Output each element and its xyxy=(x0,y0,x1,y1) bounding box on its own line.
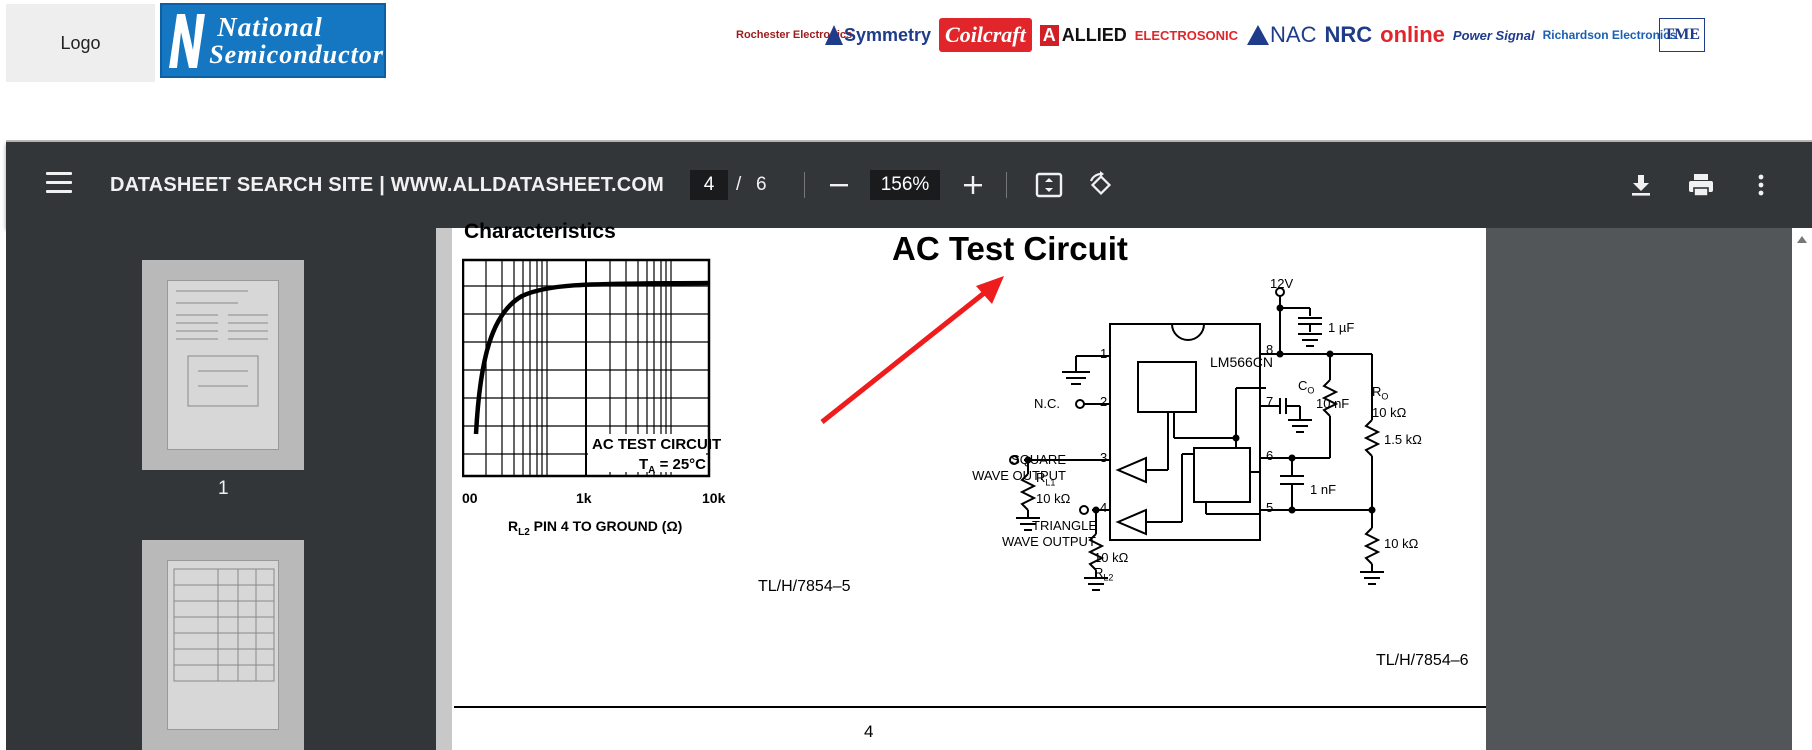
ro-label: RO 10 kΩ xyxy=(1372,384,1407,420)
minus-icon xyxy=(830,184,848,187)
distributor-logo[interactable]: Rochester Electronics xyxy=(736,28,853,41)
pin-label: 6 xyxy=(1266,448,1274,463)
download-button[interactable] xyxy=(1624,168,1658,202)
fit-to-page-button[interactable] xyxy=(1032,168,1066,202)
pin-label: 3 xyxy=(1100,450,1108,465)
characteristics-graph xyxy=(462,258,711,478)
square-output-label: WAVE OUTPUT xyxy=(972,468,1066,483)
page-thumbnail[interactable] xyxy=(142,540,304,750)
pin-label: 5 xyxy=(1266,500,1274,515)
distributor-logo[interactable]: Symmetry xyxy=(824,18,931,52)
c-1nf-label: 1 nF xyxy=(1310,482,1337,497)
menu-icon[interactable] xyxy=(46,172,72,196)
top-banner: Logo National Semiconductor Rochester El… xyxy=(0,0,1812,140)
rotate-button[interactable] xyxy=(1084,168,1118,202)
national-semiconductor-logo[interactable]: National Semiconductor xyxy=(160,3,386,78)
document-view[interactable]: Characteristics AC Test Circuit xyxy=(436,220,1812,750)
distributor-logo[interactable]: Coilcraft xyxy=(939,18,1032,52)
graph-label-2: TA = 25°C xyxy=(639,456,707,476)
zoom-out-button[interactable] xyxy=(822,168,856,202)
more-options-button[interactable] xyxy=(1744,168,1778,202)
print-button[interactable] xyxy=(1684,168,1718,202)
pdf-page: Characteristics AC Test Circuit xyxy=(436,220,1486,750)
brand-line-2: Semiconductor xyxy=(209,39,384,69)
nc-label: N.C. xyxy=(1034,396,1060,411)
page-number-input[interactable]: 4 xyxy=(690,170,728,200)
page-thumbnail[interactable] xyxy=(142,260,304,470)
zoom-input[interactable]: 156% xyxy=(870,170,940,200)
ac-test-circuit-schematic xyxy=(1009,287,1384,591)
graph-label-1: AC TEST CIRCUIT xyxy=(592,436,722,453)
rl1-label: RL1 10 kΩ xyxy=(1036,470,1071,506)
page-edge xyxy=(436,228,452,750)
brand-line-1: National xyxy=(217,11,323,42)
national-semiconductor-mark-icon xyxy=(162,5,209,76)
co-value: 10 nF xyxy=(1316,396,1350,411)
printer-icon xyxy=(1689,174,1713,197)
chip-label: LM566CN xyxy=(1210,354,1274,370)
nac-triangle-icon xyxy=(1247,25,1270,45)
distributor-logo[interactable]: ELECTROSONIC xyxy=(1134,27,1239,43)
document-title: DATASHEET SEARCH SITE | WWW.ALLDATASHEET… xyxy=(110,174,665,196)
pin-label: 8 xyxy=(1266,342,1274,357)
distributor-logo[interactable]: NAC xyxy=(1246,18,1316,52)
distributor-logos: Rochester Electronics Symmetry Coilcraft… xyxy=(736,16,1706,54)
cap-top-label: 1 µF xyxy=(1328,320,1355,335)
thumbnail-label: 1 xyxy=(218,478,229,499)
page-total: 6 xyxy=(756,174,767,195)
distributor-logo[interactable]: Power Signal xyxy=(1452,27,1535,43)
thumbnail-sidebar: 1 xyxy=(6,228,436,750)
x-axis-label: RL2 PIN 4 TO GROUND (Ω) xyxy=(508,518,683,538)
more-vert-icon xyxy=(1758,174,1764,196)
ac-test-circuit-heading: AC Test Circuit xyxy=(892,230,1128,267)
download-icon xyxy=(1632,175,1650,196)
scroll-up-icon[interactable] xyxy=(1797,236,1807,243)
toolbar-divider xyxy=(804,172,805,198)
triangle-output-label: TRIANGLE xyxy=(1032,518,1098,533)
rotate-icon xyxy=(1089,171,1112,196)
page-border xyxy=(454,706,1486,708)
page-separator: / xyxy=(736,174,742,195)
zoom-in-button[interactable] xyxy=(956,168,990,202)
triangle-logo-icon xyxy=(825,25,843,45)
plus-icon xyxy=(964,176,982,194)
triangle-output-label: WAVE OUTPUT xyxy=(1002,534,1096,549)
red-arrow-annotation xyxy=(820,276,1004,424)
scrollbar[interactable] xyxy=(1792,228,1812,750)
allied-a-icon: A xyxy=(1039,24,1059,46)
pin-label: 7 xyxy=(1266,394,1274,409)
square-output-label: SQUARE xyxy=(1011,452,1066,467)
x-tick: 1k xyxy=(576,490,592,506)
pin-label: 4 xyxy=(1100,500,1108,515)
page-number: 4 xyxy=(864,722,874,741)
distributor-logo[interactable]: Richardson Electronics xyxy=(1542,28,1677,42)
x-tick: 00 xyxy=(462,490,478,506)
logo-placeholder[interactable]: Logo xyxy=(6,4,155,82)
toolbar-divider xyxy=(1006,172,1007,198)
figure-ref-right: TL/H/7854–6 xyxy=(1376,652,1469,669)
rl2-label: 10 kΩ RL2 xyxy=(1094,550,1129,583)
distributor-logo[interactable]: online xyxy=(1380,22,1445,47)
r-1-5k-label: 1.5 kΩ xyxy=(1384,432,1422,447)
figure-ref-left: TL/H/7854–5 xyxy=(758,578,851,595)
fit-page-icon xyxy=(1035,172,1063,198)
pin-label: 2 xyxy=(1100,394,1108,409)
x-tick: 10k xyxy=(702,490,726,506)
thumbnail-preview xyxy=(176,290,268,407)
vcc-label: 12V xyxy=(1270,276,1294,291)
distributor-logo[interactable]: NRC xyxy=(1324,22,1373,47)
characteristics-heading: Characteristics xyxy=(464,220,616,243)
distributor-logo[interactable]: A ALLIED xyxy=(1039,18,1127,52)
thumbnail-preview xyxy=(173,568,275,682)
pdf-toolbar: DATASHEET SEARCH SITE | WWW.ALLDATASHEET… xyxy=(6,142,1812,228)
pdf-viewer: DATASHEET SEARCH SITE | WWW.ALLDATASHEET… xyxy=(6,140,1812,750)
distributor-logo[interactable]: TME xyxy=(1658,18,1706,52)
co-label: CO xyxy=(1298,378,1315,396)
r-10k-label: 10 kΩ xyxy=(1384,536,1419,551)
pin-label: 1 xyxy=(1100,346,1108,361)
